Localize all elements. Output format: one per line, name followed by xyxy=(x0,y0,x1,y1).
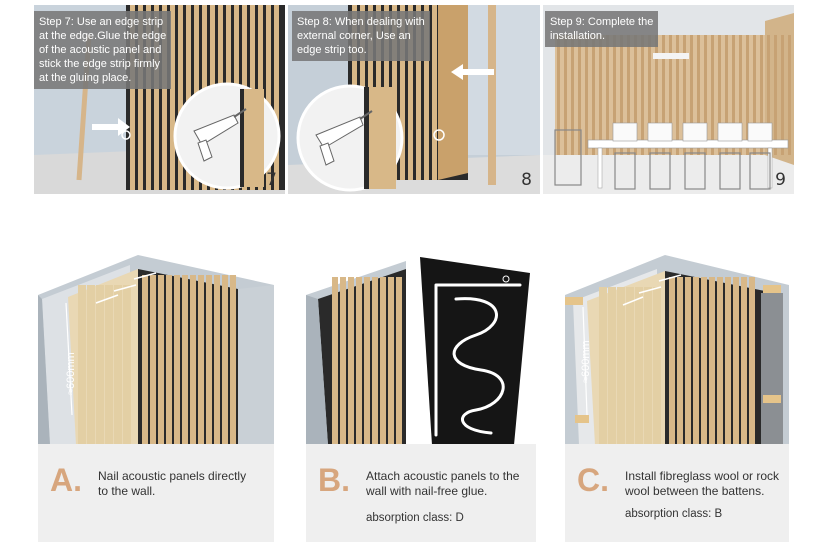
step-7-label: Step 7: Use an edge strip at the edge.Gl… xyxy=(34,11,172,89)
method-a-letter: A. xyxy=(50,462,82,498)
method-c-letter: C. xyxy=(577,462,609,498)
method-c-illustration: ≈600mm xyxy=(565,255,789,445)
method-b-absorption: absorption class: D xyxy=(366,512,464,524)
step-8-number: 8 xyxy=(521,170,532,190)
method-b-illustration xyxy=(306,255,536,445)
step-9-number: 9 xyxy=(775,170,786,190)
measure-600mm-a: ≈600mm xyxy=(65,352,77,395)
method-a-illustration: ≈600mm xyxy=(38,255,274,445)
step-7-number: 7 xyxy=(266,170,277,190)
step-8-panel: Step 8: When dealing with external corne… xyxy=(288,5,540,194)
measure-600mm-c: ≈600mm xyxy=(580,340,592,383)
method-b-card: B. Attach acoustic panels to the wall wi… xyxy=(306,444,536,542)
method-a-card: A. Nail acoustic panels directly to the … xyxy=(38,444,274,542)
method-c-card: C. Install fibreglass wool or rock wool … xyxy=(565,444,789,542)
method-c-description: Install fibreglass wool or rock wool bet… xyxy=(625,469,780,498)
step-9-label: Step 9: Complete the installation. xyxy=(545,11,659,47)
step-9-panel: Step 9: Complete the installation. 9 xyxy=(543,5,794,194)
method-a-description: Nail acoustic panels directly to the wal… xyxy=(98,469,247,498)
glue-zigzag-icon xyxy=(434,283,522,437)
step-7-panel: Step 7: Use an edge strip at the edge.Gl… xyxy=(34,5,285,194)
step-8-label: Step 8: When dealing with external corne… xyxy=(292,11,430,61)
method-b-description: Attach acoustic panels to the wall with … xyxy=(366,469,520,498)
method-c-absorption: absorption class: B xyxy=(625,508,723,520)
glue-panel-back xyxy=(420,257,530,445)
method-b-letter: B. xyxy=(318,462,350,498)
